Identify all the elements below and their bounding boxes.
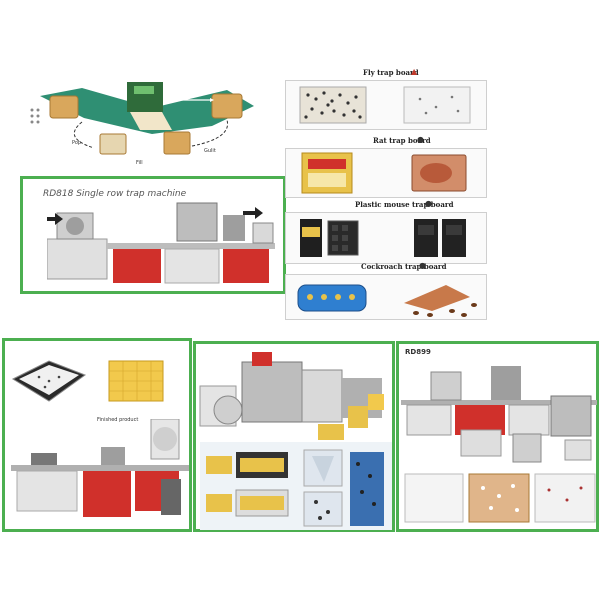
machine-red-panel-1: [113, 249, 161, 283]
flow-diagram: Pop Fill Gulit: [22, 78, 277, 170]
flow-arrow-right: [191, 119, 229, 147]
machine-box-c: RD899: [396, 341, 599, 532]
product-panel-plastic: [285, 212, 487, 264]
mouse-icon: ●: [425, 199, 432, 208]
yellow-board-image: [108, 360, 164, 402]
machine-a-red-panel: [83, 471, 131, 517]
flow-arrow-left: [73, 121, 95, 149]
fly-icon: ▲: [411, 67, 418, 76]
flow-diagram-graphic: [30, 82, 254, 155]
product-title-cockroach: Cockroach trap board: [361, 262, 447, 271]
board-left: [49, 95, 79, 119]
product-title-plastic: Plastic mouse trap board: [355, 200, 454, 209]
single-row-machine-title: RD818 Single row trap machine: [43, 189, 187, 199]
product-title-fly: Fly trap board: [363, 68, 419, 77]
product-panel-fly: [285, 80, 487, 130]
flow-label-fill: Fill: [136, 160, 143, 166]
single-row-machine-graphic: [47, 202, 275, 284]
center-sheet: [130, 112, 172, 130]
glue-sheet-image: [11, 360, 87, 402]
grid-dots-icon: [30, 108, 40, 124]
product-title-rat: Rat trap board: [373, 136, 431, 145]
machine-box-b: [193, 341, 395, 532]
machine-box-a: Finished product: [2, 338, 192, 532]
product-panel-rat: [285, 148, 487, 198]
machine-c-title: RD899: [405, 348, 431, 356]
finished-product-caption: Finished product: [97, 417, 139, 423]
machine-c-samples: [404, 473, 596, 523]
machine-a-graphic: [11, 419, 189, 517]
board-bottom-right: [163, 131, 191, 155]
rat-icon: ●: [417, 135, 424, 144]
machine-red-panel-2: [223, 249, 269, 283]
machine-b-photo-grid: [200, 442, 392, 530]
machine-b-graphic: [199, 352, 384, 440]
board-bottom-left: [99, 133, 127, 155]
machine-c-graphic: [401, 366, 597, 463]
products-section: Fly trap board ▲ Rat trap board ● Plast: [285, 62, 487, 320]
flow-label-pop: Pop: [72, 140, 82, 146]
board-right: [211, 93, 243, 119]
flow-label-gulit: Gulit: [204, 148, 216, 154]
product-panel-cockroach: [285, 274, 487, 320]
single-row-machine-box: RD818 Single row trap machine: [20, 176, 286, 294]
cockroach-icon: ●: [419, 261, 426, 270]
